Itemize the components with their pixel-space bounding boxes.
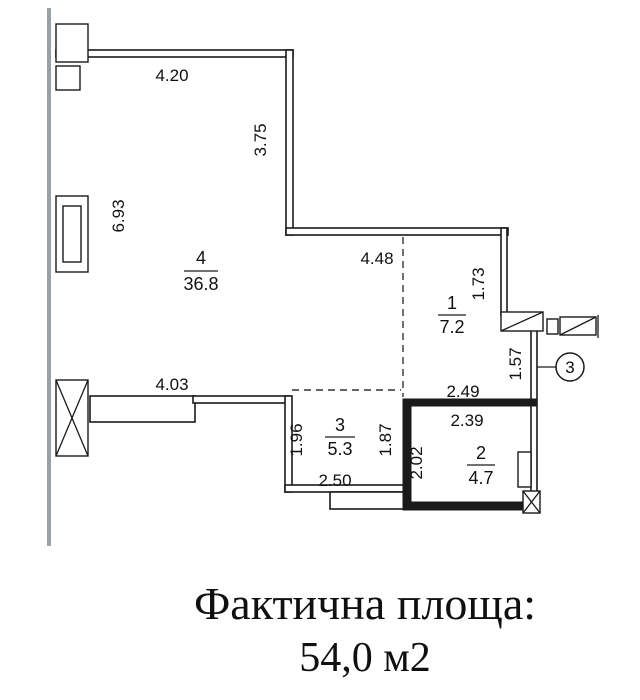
walls — [55, 49, 538, 511]
left-exterior-wall — [47, 8, 51, 546]
dim-room1-height: 1.73 — [469, 267, 488, 300]
room3-number: 3 — [335, 415, 345, 435]
footer-caption: Фактична площа: 54,0 м2 — [70, 576, 640, 686]
wall-hall-partition — [89, 395, 196, 423]
wall-hall — [192, 395, 290, 404]
actual-area-label: Фактична площа: — [193, 578, 537, 629]
dim-room2-height: 2.02 — [407, 446, 426, 479]
room2-number: 2 — [476, 443, 486, 463]
dim-right-height: 1.57 — [506, 347, 525, 380]
dim-room3-left-height: 1.96 — [287, 423, 306, 456]
balcony-jamb-icon — [546, 318, 559, 335]
room1-area: 7.2 — [439, 317, 464, 337]
dim-mid-width: 4.48 — [360, 249, 393, 268]
room4-number: 4 — [196, 248, 206, 268]
actual-area-value: 54,0 м2 — [299, 635, 431, 682]
dim-step-height: 3.75 — [251, 123, 270, 156]
wall-bottom-protrusion — [329, 491, 406, 510]
dim-top-width: 4.20 — [155, 66, 188, 85]
wall-step — [285, 227, 509, 236]
dim-left-height: 6.93 — [109, 199, 128, 232]
wall-room2-bottom — [402, 501, 538, 511]
pier-top-icon — [55, 23, 89, 63]
dim-room2-width-inner: 2.39 — [450, 411, 483, 430]
riser-box-icon — [517, 451, 532, 488]
room4-area: 36.8 — [183, 274, 218, 294]
window-low-cross2-icon — [55, 379, 89, 457]
room2-area: 4.7 — [468, 468, 493, 488]
dimension-labels: 4.20 3.75 6.93 4.48 1.73 4.03 1.57 2.49 … — [109, 66, 525, 490]
floor-plan: 3 4.20 3.75 6.93 4.48 1.73 4.03 1.57 2.4… — [47, 8, 599, 546]
marker-number: 3 — [565, 358, 574, 377]
room1-number: 1 — [447, 293, 457, 313]
dim-room2-width-outer: 2.49 — [446, 382, 479, 401]
shaft-diag2-icon — [522, 490, 541, 514]
balcony-window-diag-icon — [559, 316, 597, 336]
room1-window-diag-icon — [500, 311, 544, 332]
openings — [55, 23, 599, 514]
room3-area: 5.3 — [327, 439, 352, 459]
marker-circle — [555, 352, 585, 382]
wall-top — [55, 49, 294, 58]
dim-room3-width: 2.50 — [318, 471, 351, 490]
wall-upper-right — [285, 49, 294, 236]
dim-room3-right-height: 1.87 — [376, 423, 395, 456]
room-labels: 4 36.8 1 7.2 3 5.3 2 4.7 — [183, 248, 495, 488]
pier-top-small-icon — [55, 65, 81, 91]
wall-right-lower — [530, 327, 538, 511]
wall-room1-right — [500, 227, 508, 317]
dim-hall-width: 4.03 — [155, 375, 188, 394]
window-mid-inner-icon — [62, 205, 82, 263]
